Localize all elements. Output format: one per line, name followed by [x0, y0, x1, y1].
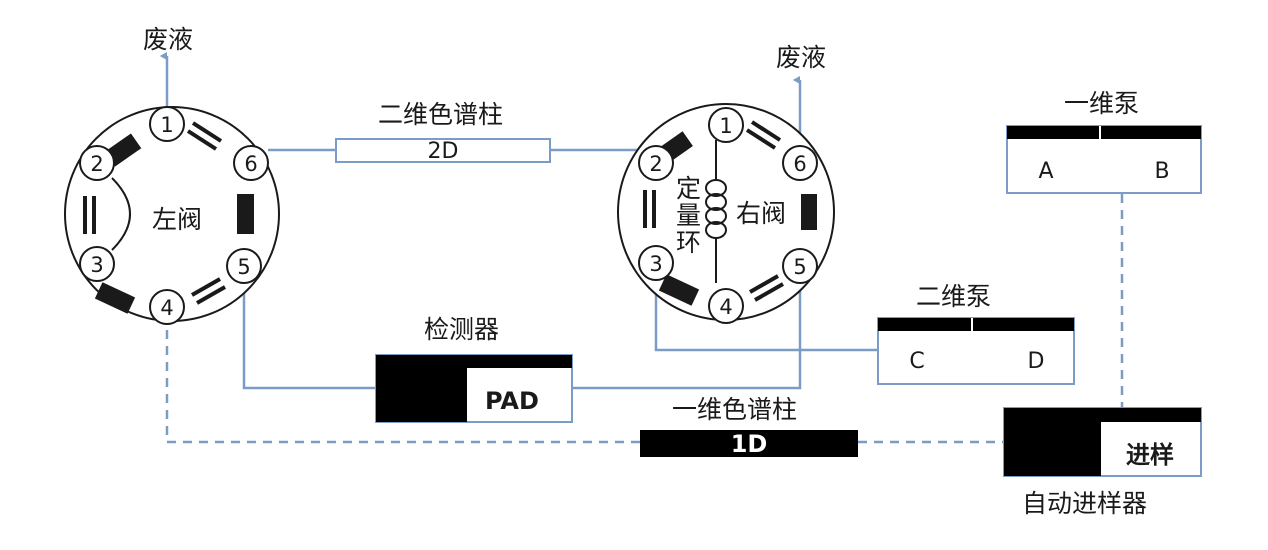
right-port-6: 6	[782, 145, 818, 181]
column-2d-title: 二维色谱柱	[378, 100, 503, 129]
column-1d-name: 1D	[731, 430, 768, 458]
svg-text:6: 6	[244, 152, 257, 176]
detector-title: 检测器	[424, 315, 499, 344]
loop-char-3: 环	[676, 228, 701, 257]
loop-char-2: 量	[676, 201, 701, 230]
pump-1d: 一维泵 A B	[1006, 89, 1202, 194]
pump-1d-channel-a: A	[1038, 159, 1053, 184]
svg-text:4: 4	[160, 296, 173, 320]
left-port-5: 5	[226, 248, 262, 284]
svg-text:3: 3	[90, 253, 103, 277]
right-valve-block-3-4	[658, 274, 700, 306]
left-port-2: 2	[79, 145, 115, 181]
autosampler: 进样 自动进样器	[1003, 407, 1202, 518]
loop-char-1: 定	[676, 174, 701, 203]
right-port-4: 4	[708, 288, 744, 324]
pump-2d: 二维泵 C D	[877, 282, 1075, 385]
column-2d: 二维色谱柱 2D	[335, 100, 551, 164]
left-valve: 左阀 1 2 3 4 5 6	[64, 106, 280, 325]
right-port-3: 3	[638, 245, 674, 281]
detector-name: PAD	[485, 387, 539, 415]
detector: 检测器 PAD	[375, 315, 573, 423]
column-1d-title: 一维色谱柱	[672, 395, 797, 424]
right-port-1: 1	[708, 107, 744, 143]
column-1d: 一维色谱柱 1D	[640, 395, 858, 458]
left-valve-block-3-4	[94, 282, 136, 314]
left-port-1: 1	[149, 106, 185, 142]
autosampler-title: 自动进样器	[1022, 489, 1147, 518]
svg-text:5: 5	[237, 255, 250, 279]
svg-text:1: 1	[719, 114, 732, 138]
pump-1d-channel-b: B	[1154, 159, 1169, 184]
line-right3-to-pump2	[654, 280, 878, 352]
connections	[159, 52, 1124, 444]
svg-text:4: 4	[719, 295, 732, 319]
left-port-4: 4	[149, 289, 185, 325]
pump-1d-title: 一维泵	[1064, 89, 1139, 118]
right-valve-label: 右阀	[736, 199, 786, 228]
left-waste-label: 废液	[143, 25, 193, 54]
line-left4-to-1d	[165, 330, 640, 444]
left-port-6: 6	[233, 145, 269, 181]
right-port-5: 5	[782, 248, 818, 284]
left-valve-label: 左阀	[152, 205, 202, 234]
right-valve-block-6-5	[801, 194, 817, 230]
column-2d-name: 2D	[428, 139, 459, 164]
line-detector-to-right5	[572, 288, 802, 390]
svg-text:2: 2	[649, 152, 662, 176]
left-port-3: 3	[79, 246, 115, 282]
right-valve: 定 量 环 右阀 1 2 3 4 5 6	[617, 103, 835, 324]
svg-text:3: 3	[649, 252, 662, 276]
line-left5-to-detector	[242, 283, 376, 390]
pump-2d-title: 二维泵	[916, 282, 991, 311]
svg-text:2: 2	[90, 152, 103, 176]
svg-text:1: 1	[160, 113, 173, 137]
pump-2d-channel-c: C	[909, 349, 924, 374]
sample-loop	[705, 140, 727, 283]
right-waste-label: 废液	[776, 43, 826, 72]
autosampler-name: 进样	[1126, 441, 1174, 469]
left-valve-block-6-5	[237, 194, 254, 234]
svg-text:5: 5	[793, 255, 806, 279]
left-valve-arc-2-3	[111, 177, 131, 251]
right-port-2: 2	[638, 145, 674, 181]
pump-2d-channel-d: D	[1028, 349, 1045, 374]
svg-text:6: 6	[793, 152, 806, 176]
